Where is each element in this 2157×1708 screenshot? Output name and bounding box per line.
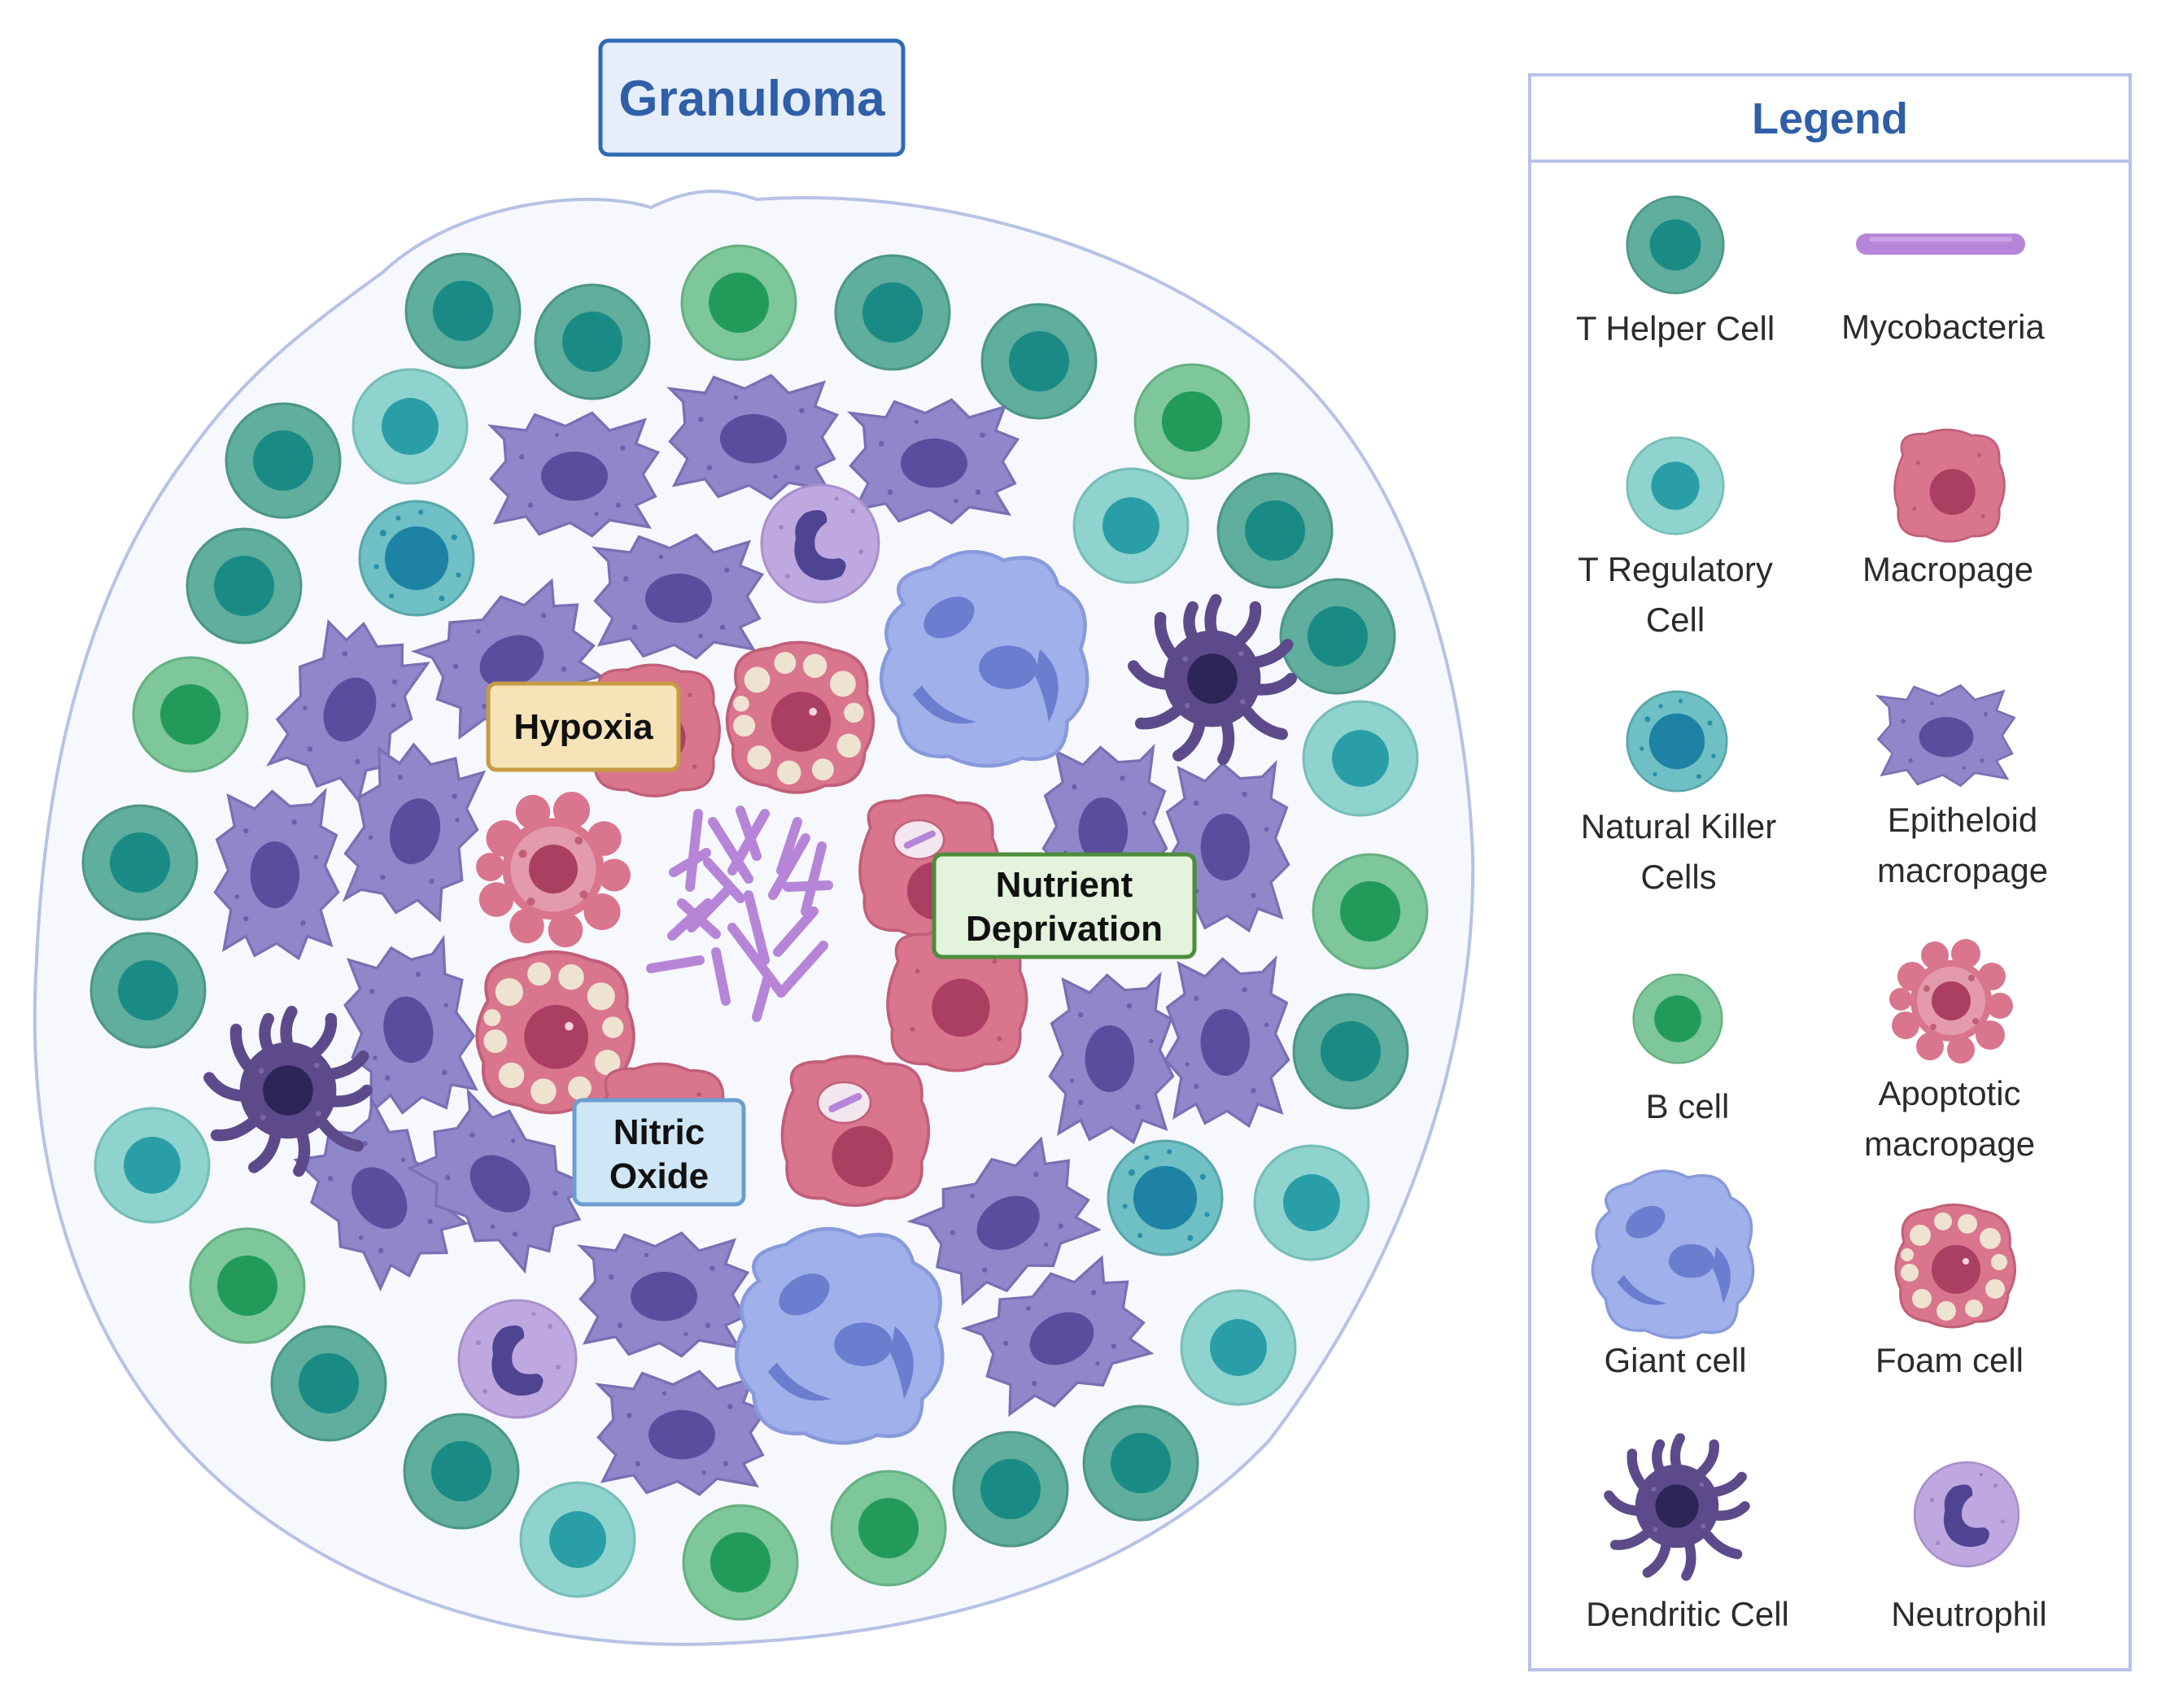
legend-label-t-regulatory-1: T Regulatory [1578,550,1773,588]
nitric-label-line2: Oxide [609,1156,709,1196]
macrophage-icon [1893,428,2006,543]
legend-label-apoptotic-1: Apoptotic [1878,1074,2020,1112]
legend-label-macrophage: Macropage [1862,550,2033,588]
b-cell [1133,363,1251,480]
legend-label-b-cell: B cell [1646,1087,1730,1125]
b-cell-icon [1632,973,1723,1064]
epithelioid-macrophage [489,411,660,538]
t-helper-cell [81,804,199,921]
t-regulatory-cell [1072,467,1190,584]
neutrophil-icon [1913,1461,2020,1568]
epithelioid-macrophage [579,1231,749,1358]
t-helper-cell [1216,472,1334,589]
t-helper-cell [186,527,303,644]
legend-label-giant-cell: Giant cell [1604,1341,1746,1379]
t-helper-cell [403,1413,520,1530]
epithelioid-macrophage [593,533,764,660]
legend-label-t-regulatory-2: Cell [1646,601,1705,639]
legend-label-neutrophil: Neutrophil [1891,1595,2046,1633]
mycobacteria-cluster [646,806,833,1022]
epithelioid-macrophage [1164,957,1290,1128]
b-cell [1312,853,1429,970]
epithelioid-macrophage [1048,973,1175,1144]
t-helper-cell [225,402,342,519]
b-cell [189,1227,306,1344]
hypoxia-label-box: Hypoxia [486,681,681,772]
t-regulatory-cell-icon [1626,436,1725,535]
natural-killer-cell-icon [1626,690,1728,793]
legend-label-nk-1: Natural Killer [1581,807,1776,845]
t-helper-cell [980,303,1098,420]
foam-cell [725,640,875,794]
legend-label-epithelioid-2: macropage [1877,851,2048,889]
foam-cell-icon [1894,1203,2017,1329]
legend-label-t-helper: T Helper Cell [1576,309,1775,347]
nitric-label-line1: Nitric [613,1112,705,1152]
t-regulatory-cell [1253,1144,1370,1261]
legend-panel: Legend T Helper Cell Mycobacteria T Regu… [1528,73,2132,1671]
t-helper-cell [1279,578,1396,695]
legend-title: Legend [1752,94,1908,143]
legend-label-foam-cell: Foam cell [1875,1341,2024,1379]
giant-cell [881,552,1087,766]
b-cell [830,1470,947,1587]
nutrient-deprivation-label-box: Nutrient Deprivation [932,852,1197,959]
epithelioid-macrophage [668,373,839,500]
giant-cell [736,1229,942,1443]
title-box: Granuloma [598,38,906,157]
epithelioid-macrophage [849,398,1020,525]
b-cell [680,244,797,361]
mycobacteria-icon [1856,234,2025,255]
t-helper-cell [270,1325,387,1442]
macrophage [783,1056,929,1205]
natural-killer-cell [358,500,475,617]
t-helper-cell-icon [1626,195,1725,295]
t-regulatory-cell [1302,700,1419,817]
epithelioid-macrophage [213,789,340,960]
legend-label-dendritic: Dendritic Cell [1586,1595,1789,1633]
t-helper-cell [90,932,207,1049]
t-regulatory-cell [94,1107,211,1224]
t-regulatory-cell [1180,1289,1297,1406]
diagram-title: Granuloma [618,71,885,127]
b-cell [682,1504,799,1621]
neutrophil [457,1299,578,1419]
legend-label-mycobacteria: Mycobacteria [1841,308,2045,346]
t-regulatory-cell [519,1481,636,1598]
t-helper-cell [1082,1404,1199,1522]
nutrient-label-line1: Nutrient [996,865,1133,905]
nutrient-label-line2: Deprivation [966,909,1163,949]
legend-label-nk-2: Cells [1640,858,1716,896]
natural-killer-cell [1107,1139,1224,1256]
t-helper-cell [404,252,522,369]
t-helper-cell [834,254,951,371]
t-helper-cell [952,1431,1069,1548]
epithelioid-macrophage-icon [1877,684,2015,787]
giant-cell-icon [1591,1169,1755,1339]
neutrophil [760,483,880,604]
b-cell [132,656,249,773]
epithelioid-macrophage [596,1369,767,1496]
t-helper-cell [534,283,651,400]
nitric-oxide-label-box: Nitric Oxide [572,1098,746,1207]
legend-label-apoptotic-2: macropage [1864,1125,2035,1163]
legend-label-epithelioid-1: Epitheloid [1888,801,2037,839]
t-regulatory-cell [351,368,469,485]
hypoxia-label: Hypoxia [513,707,653,747]
t-helper-cell [1292,993,1409,1110]
